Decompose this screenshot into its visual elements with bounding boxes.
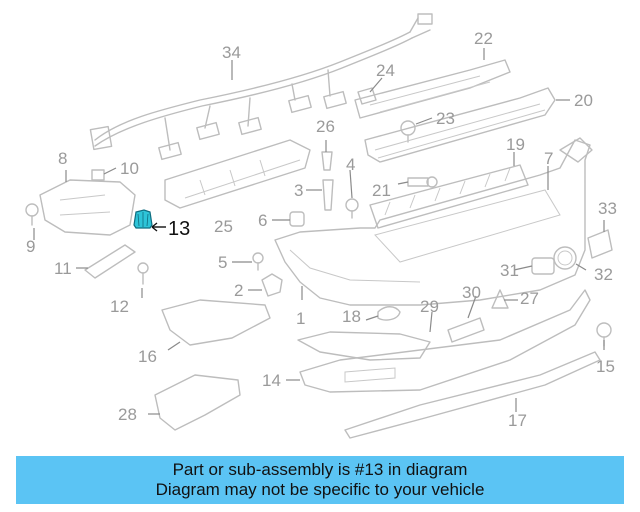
callout-23: 23 bbox=[436, 109, 455, 128]
callout-27: 27 bbox=[520, 289, 539, 308]
callout-9: 9 bbox=[26, 237, 35, 256]
part-31-sensor bbox=[531, 257, 555, 275]
part-28-bracket bbox=[154, 374, 241, 431]
part-33-sensor-bracket bbox=[587, 229, 613, 259]
callout-28: 28 bbox=[118, 405, 137, 424]
part-5-screw bbox=[252, 252, 264, 271]
part-12-screw bbox=[137, 262, 149, 285]
part-20-impact-bar bbox=[364, 87, 556, 163]
part-1-bumper-cover bbox=[274, 139, 591, 306]
part-14-lower-trim bbox=[299, 289, 591, 393]
part-6-grommet bbox=[289, 211, 305, 227]
callout-11: 11 bbox=[54, 259, 72, 278]
part-4-screw bbox=[345, 198, 359, 219]
callout-24: 24 bbox=[376, 61, 395, 80]
part-9-screw bbox=[25, 203, 39, 226]
callout-labels: 34 22 24 23 20 26 8 10 4 19 7 3 21 33 13… bbox=[26, 29, 617, 430]
banner-line-disclaimer: Diagram may not be specific to your vehi… bbox=[155, 480, 485, 499]
callout-15: 15 bbox=[596, 357, 615, 376]
part-8-bracket bbox=[39, 179, 136, 236]
callout-16: 16 bbox=[138, 347, 157, 366]
callout-10: 10 bbox=[120, 159, 139, 178]
part-23-bolt bbox=[400, 120, 416, 143]
banner-line-part-number: Part or sub-assembly is #13 in diagram bbox=[172, 460, 468, 479]
part-29-trim bbox=[297, 331, 431, 361]
callout-34: 34 bbox=[222, 43, 241, 62]
callout-12: 12 bbox=[110, 297, 129, 316]
part-26-fastener bbox=[321, 151, 333, 171]
exploded-parts-diagram: 34 22 24 23 20 26 8 10 4 19 7 3 21 33 13… bbox=[25, 13, 617, 439]
callout-8: 8 bbox=[58, 149, 67, 168]
callout-33: 33 bbox=[598, 199, 617, 218]
callout-5: 5 bbox=[218, 253, 227, 272]
part-22-upper-bracket bbox=[354, 59, 511, 119]
callout-14: 14 bbox=[262, 371, 281, 390]
part-25-absorber bbox=[164, 139, 311, 209]
callout-18: 18 bbox=[342, 307, 361, 326]
leader-lines bbox=[33, 48, 605, 415]
callout-7: 7 bbox=[544, 149, 553, 168]
part-30-reflector bbox=[447, 317, 485, 343]
part-3-fastener bbox=[322, 179, 334, 211]
part-24-clip bbox=[357, 87, 377, 105]
part-7-cover-upper bbox=[559, 137, 593, 163]
callout-1: 1 bbox=[296, 309, 305, 328]
callout-3: 3 bbox=[294, 181, 303, 200]
callout-25: 25 bbox=[214, 217, 233, 236]
callout-31: 31 bbox=[500, 261, 519, 280]
part-21-bolt bbox=[407, 176, 438, 188]
part-16-side-piece bbox=[161, 299, 271, 346]
callout-13-arrowhead bbox=[151, 222, 158, 232]
callout-32: 32 bbox=[594, 265, 613, 284]
part-11-bracket bbox=[84, 244, 136, 279]
callout-2: 2 bbox=[234, 281, 243, 300]
part-32-ring bbox=[553, 246, 577, 270]
callout-30: 30 bbox=[462, 283, 481, 302]
diagram-notice-banner: Part or sub-assembly is #13 in diagram D… bbox=[16, 456, 624, 504]
part-19-absorber bbox=[369, 164, 529, 229]
callout-22: 22 bbox=[474, 29, 493, 48]
part-27-clip bbox=[491, 289, 509, 309]
part-34-wiring-harness bbox=[89, 13, 433, 161]
callout-26: 26 bbox=[316, 117, 335, 136]
callout-19: 19 bbox=[506, 135, 525, 154]
part-18-connector bbox=[377, 306, 401, 321]
part-13-push-nut bbox=[133, 209, 153, 229]
callout-13-highlighted: 13 bbox=[168, 218, 190, 240]
callout-20: 20 bbox=[574, 91, 593, 110]
part-10-clip bbox=[91, 169, 105, 181]
callout-21: 21 bbox=[372, 181, 391, 200]
part-17-skirt bbox=[344, 351, 601, 439]
part-2-bracket bbox=[261, 273, 283, 297]
callout-6: 6 bbox=[258, 211, 267, 230]
callout-29: 29 bbox=[420, 297, 439, 316]
callout-17: 17 bbox=[508, 411, 527, 430]
callout-4: 4 bbox=[346, 155, 355, 174]
